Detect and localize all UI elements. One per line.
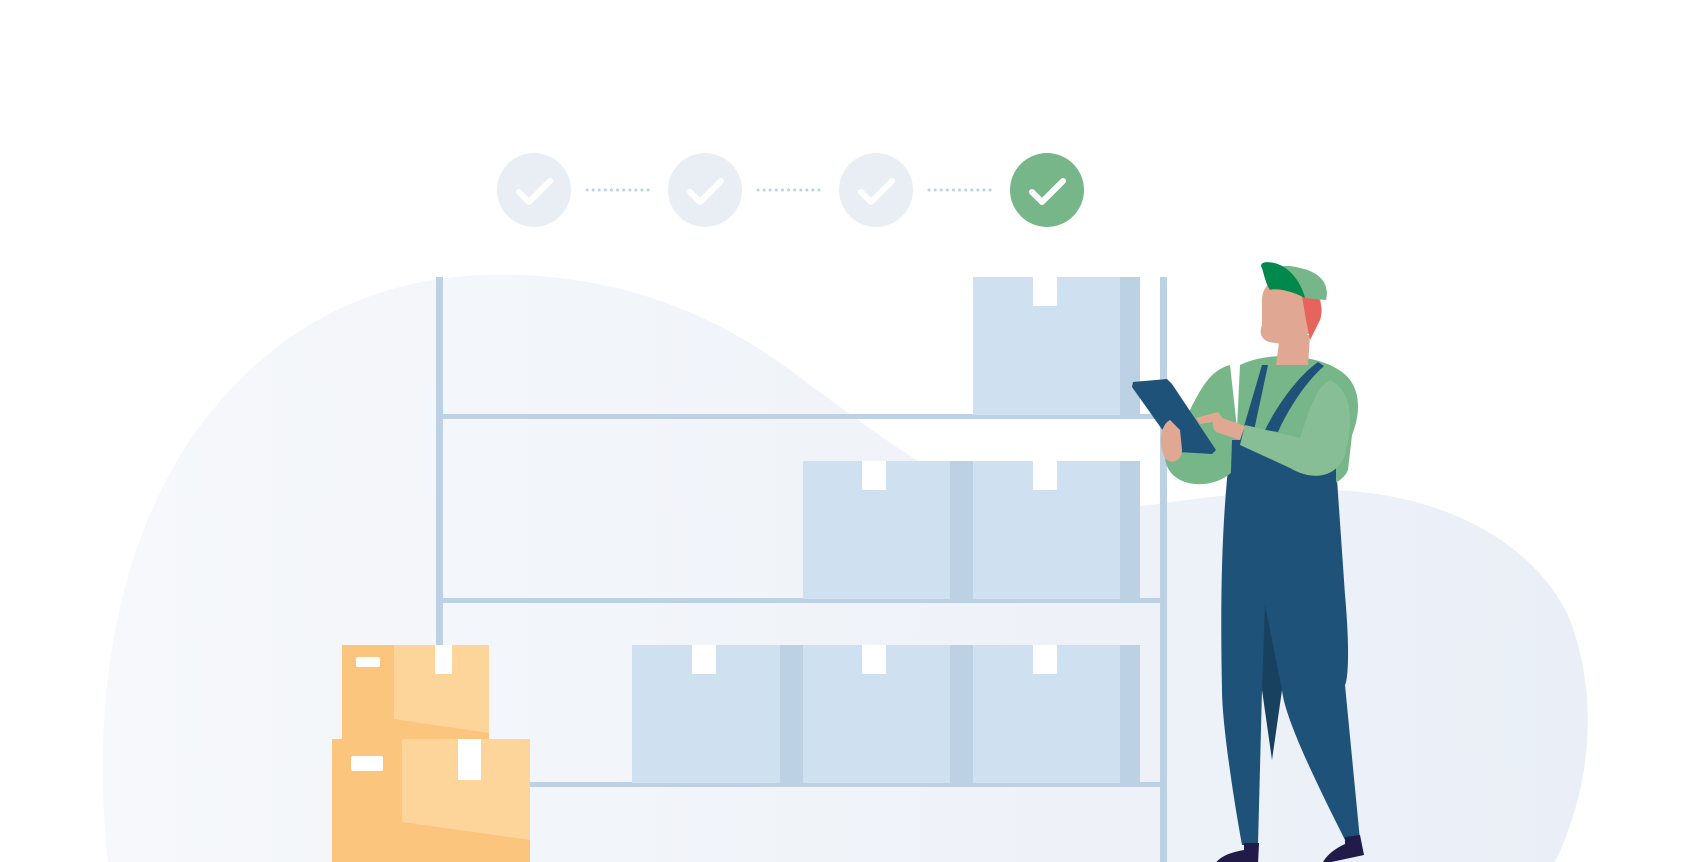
step-3 <box>839 153 913 227</box>
cap-brim <box>1261 262 1305 298</box>
step-1 <box>497 153 571 227</box>
storage-box <box>973 277 1140 415</box>
cardboard-boxes <box>332 645 530 862</box>
hand <box>1212 417 1245 440</box>
shelf-rack <box>436 277 1167 862</box>
progress-stepper <box>497 153 1084 227</box>
check-icon <box>516 178 553 205</box>
storage-box <box>803 461 973 599</box>
hand <box>1196 412 1224 424</box>
storage-box <box>803 645 973 783</box>
step-4-active <box>1010 153 1084 227</box>
check-icon <box>858 178 895 205</box>
shoe <box>1323 835 1364 862</box>
check-icon <box>1029 178 1066 205</box>
storage-box <box>973 645 1140 783</box>
clipboard <box>1132 379 1216 454</box>
hand <box>1160 420 1182 462</box>
shoe <box>1216 843 1259 862</box>
storage-box <box>632 645 803 783</box>
step-2 <box>668 153 742 227</box>
warehouse-worker <box>1132 262 1364 862</box>
cardboard-box-top <box>342 645 489 740</box>
storage-box <box>973 461 1140 599</box>
check-icon <box>687 178 724 205</box>
shelf-boxes <box>632 277 1140 783</box>
cardboard-box-bottom <box>332 739 530 862</box>
